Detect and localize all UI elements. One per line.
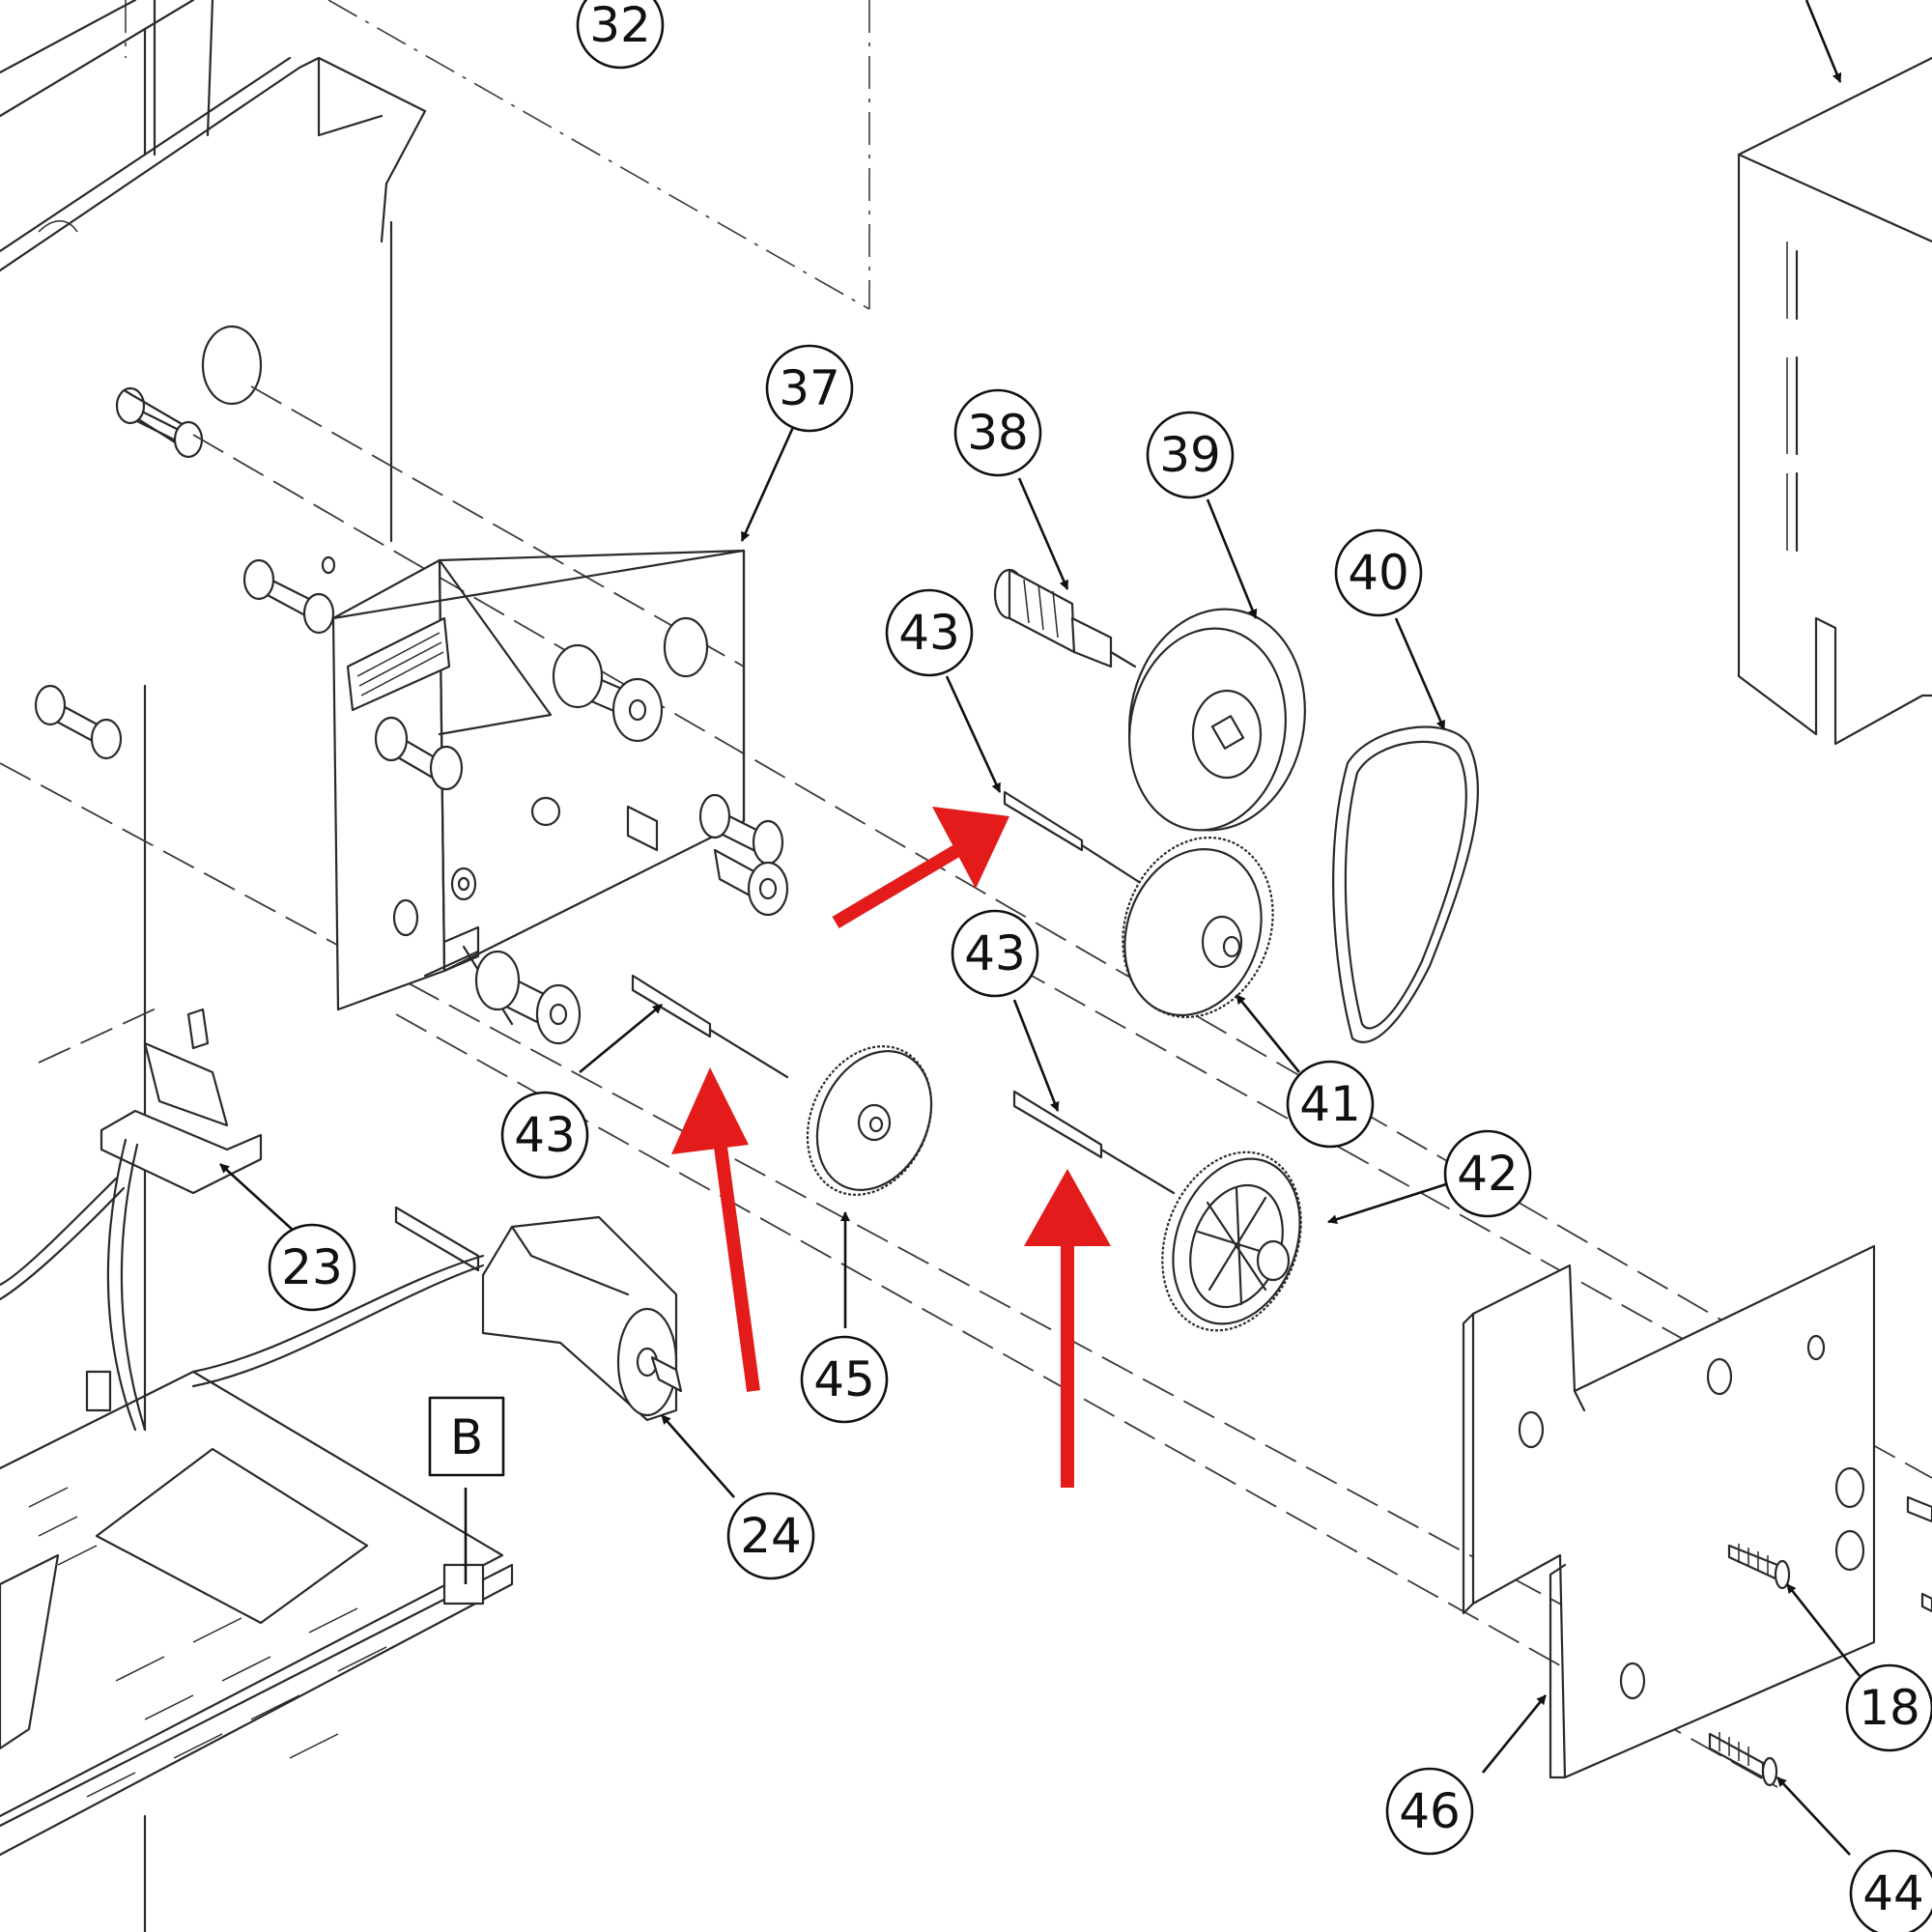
gear-41 xyxy=(1122,837,1274,1018)
screw-44 xyxy=(1708,1732,1778,1787)
callout-38: 38 xyxy=(953,388,1042,477)
svg-text:43: 43 xyxy=(964,925,1026,981)
svg-text:40: 40 xyxy=(1348,545,1409,601)
highlight-arrowhead-upper xyxy=(932,807,1009,889)
svg-text:42: 42 xyxy=(1457,1146,1519,1202)
belt-40 xyxy=(1332,725,1480,1043)
highlight-arrowhead-lower-left xyxy=(671,1067,749,1154)
svg-text:41: 41 xyxy=(1299,1076,1361,1132)
section-label: B xyxy=(450,1409,483,1465)
highlight-arrows xyxy=(671,807,1111,1488)
highlight-arrowhead-lower-right xyxy=(1024,1169,1111,1246)
callout-39: 39 xyxy=(1146,411,1235,499)
callout-43-middle: 43 xyxy=(951,909,1039,998)
leader-lines xyxy=(219,0,1861,1856)
svg-text:44: 44 xyxy=(1862,1865,1924,1921)
callout-43-lower: 43 xyxy=(500,1091,589,1179)
svg-text:45: 45 xyxy=(813,1351,875,1407)
svg-text:43: 43 xyxy=(898,605,960,661)
mounting-plate-46 xyxy=(1462,1244,1876,1779)
shaft-43-middle xyxy=(1012,1090,1176,1195)
callout-24: 24 xyxy=(726,1492,815,1580)
svg-text:37: 37 xyxy=(779,360,840,416)
shaft-43-lower xyxy=(631,974,789,1079)
connector-23 xyxy=(0,1004,263,1432)
callout-32: 32 xyxy=(576,0,665,70)
pulley-39 xyxy=(1128,608,1306,832)
section-label-box: B xyxy=(428,1396,505,1477)
spoked-gear-42 xyxy=(1161,1151,1302,1332)
bracket-bushings xyxy=(374,643,789,1045)
svg-text:32: 32 xyxy=(589,0,651,53)
screws-far-right xyxy=(1906,1495,1932,1613)
right-housing xyxy=(1737,56,1932,746)
svg-text:39: 39 xyxy=(1159,427,1221,483)
callout-40: 40 xyxy=(1334,528,1423,617)
callout-23: 23 xyxy=(268,1223,356,1312)
callout-46: 46 xyxy=(1385,1767,1474,1856)
svg-text:24: 24 xyxy=(740,1508,802,1564)
callout-42: 42 xyxy=(1443,1129,1532,1218)
motor-24 xyxy=(191,1206,683,1422)
callout-18: 18 xyxy=(1845,1663,1932,1752)
screw-18 xyxy=(1727,1544,1791,1590)
svg-text:46: 46 xyxy=(1399,1783,1461,1839)
svg-text:18: 18 xyxy=(1859,1680,1920,1736)
callout-43-upper: 43 xyxy=(885,588,974,677)
assembly-axes xyxy=(0,385,1932,1788)
callout-44: 44 xyxy=(1849,1849,1932,1932)
svg-text:23: 23 xyxy=(281,1239,343,1295)
callout-41: 41 xyxy=(1286,1060,1375,1149)
pcb-bracket-37 xyxy=(331,549,746,1026)
standoff-posts xyxy=(34,325,336,760)
highlight-arrow-lower-left xyxy=(713,1139,760,1392)
callout-37: 37 xyxy=(765,344,854,433)
highlight-arrow-upper xyxy=(832,838,970,929)
shaft-43-upper xyxy=(1003,790,1151,891)
coupling-38 xyxy=(993,568,1137,668)
upper-housing-frame xyxy=(0,0,870,1432)
lower-tray xyxy=(0,1370,514,1932)
svg-text:38: 38 xyxy=(967,405,1029,461)
gear-45 xyxy=(806,1045,933,1196)
callout-45: 45 xyxy=(800,1335,889,1424)
svg-text:43: 43 xyxy=(514,1107,576,1163)
